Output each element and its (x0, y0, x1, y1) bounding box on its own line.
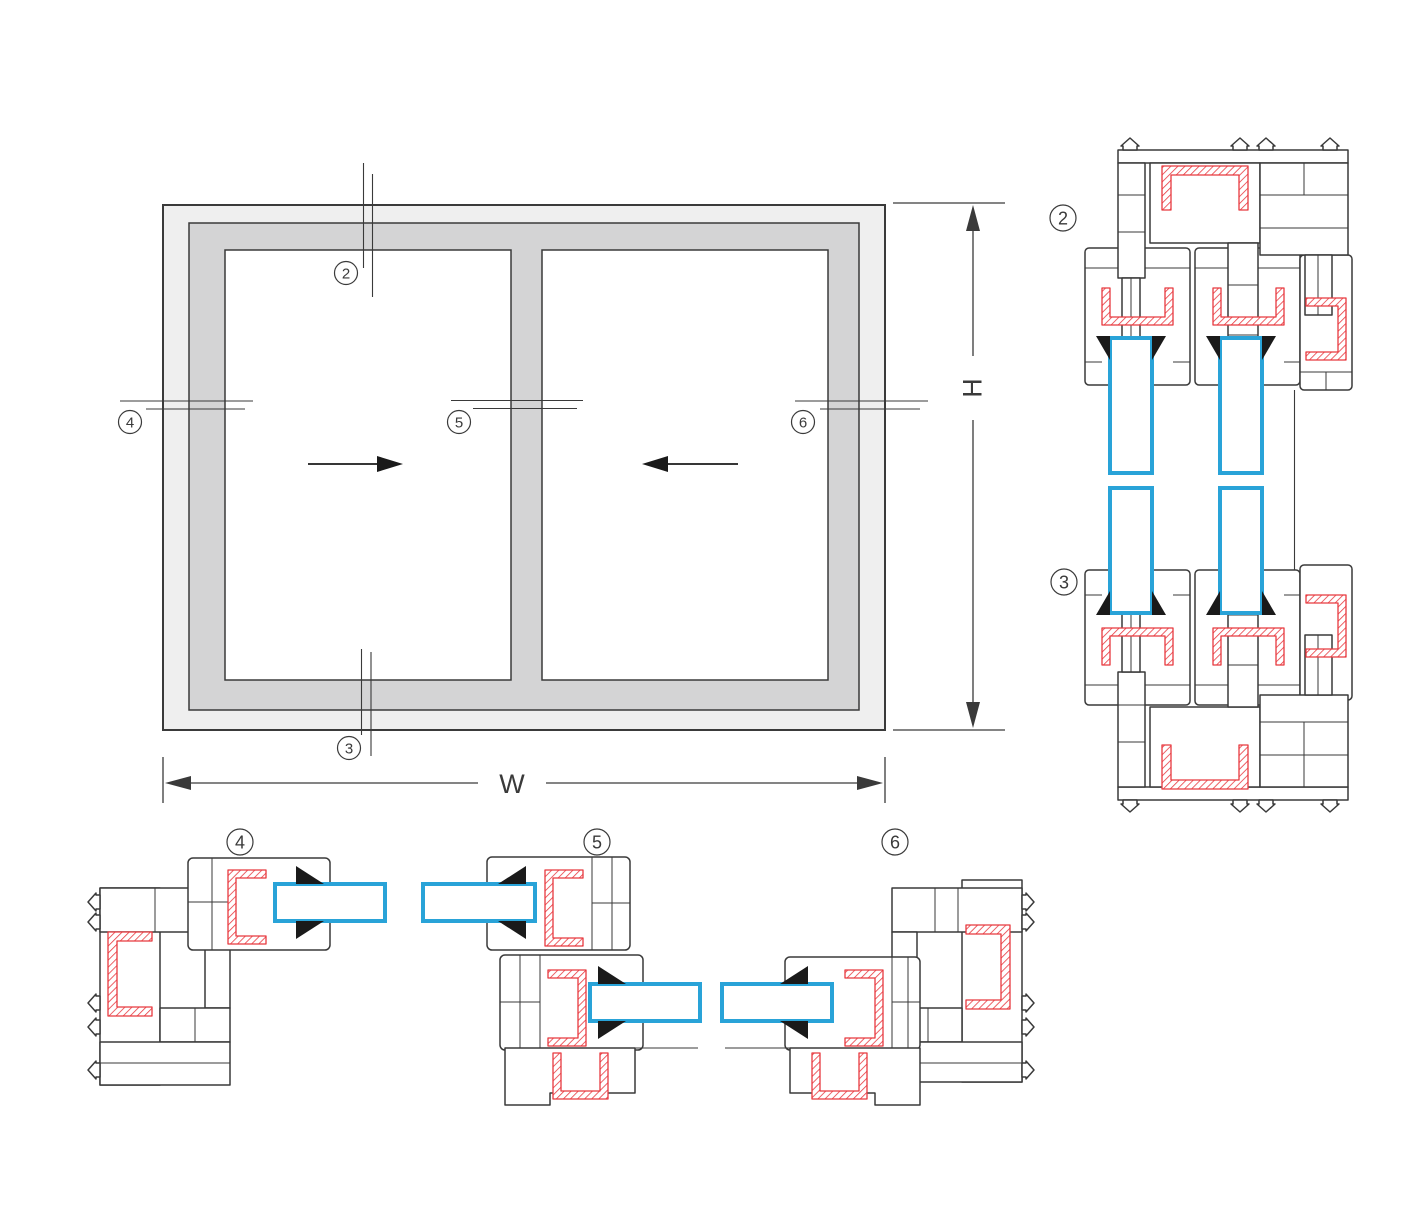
steel-reinforcement-channel (552, 1052, 609, 1100)
mounting-fin (1320, 799, 1340, 813)
glazing-gaskets (1096, 591, 1276, 615)
mounting-fin (87, 892, 101, 912)
glass-pane-section (273, 882, 387, 923)
glazing-gaskets (498, 866, 626, 1039)
steel-reinforcement-channel (1305, 297, 1347, 361)
marker-right-jamb-label: 6 (799, 414, 807, 431)
right-sash-slide-arrow (642, 456, 738, 472)
marker-sill-elevation: 3 (336, 735, 362, 761)
steel-reinforcement-channel (107, 931, 153, 1017)
mounting-fin (1021, 993, 1035, 1013)
mounting-fin (87, 993, 101, 1013)
marker-interlock-label: 5 (455, 414, 463, 431)
width-dimension: W (162, 757, 886, 803)
height-dimension-label: H (958, 378, 988, 398)
glass-pane-section (1218, 486, 1264, 615)
section-cut-lines (120, 163, 928, 756)
steel-reinforcement-channel (544, 869, 584, 947)
steel-reinforcement-channel (1305, 594, 1347, 658)
marker-left-jamb-label: 4 (126, 414, 134, 431)
mounting-fin (1021, 892, 1035, 912)
marker-sill-label: 3 (345, 740, 353, 757)
profile-detail-lines (188, 858, 228, 950)
glass-pane-section (1108, 486, 1154, 615)
steel-reinforcement-channel (1101, 287, 1174, 326)
window-elevation: 2 3 4 5 6 (117, 163, 928, 761)
height-dimension: H (893, 202, 1005, 731)
section-left-jamb-detail: 4 (87, 828, 387, 1086)
profile-detail-lines (1300, 371, 1352, 390)
mounting-fin (87, 1060, 101, 1080)
section-interlock-detail: 5 (421, 828, 702, 1106)
marker-interlock-detail: 5 (583, 828, 611, 856)
left-glass-pane (224, 249, 512, 681)
steel-reinforcement-channel (547, 969, 587, 1047)
glazing-gaskets (296, 866, 324, 939)
steel-reinforcement-channel (811, 1052, 868, 1100)
marker-head-label: 2 (342, 265, 350, 282)
mounting-fin (1021, 1017, 1035, 1037)
glass-pane-section (588, 982, 702, 1023)
marker-head-detail-label: 2 (1058, 208, 1068, 228)
marker-left-jamb-elevation: 4 (117, 409, 143, 435)
mounting-fin (1230, 137, 1250, 151)
glass-pane-section (421, 882, 537, 923)
marker-left-jamb-detail: 4 (226, 828, 254, 856)
profile-detail-lines (500, 955, 541, 1050)
marker-sill-detail-label: 3 (1059, 572, 1069, 592)
mounting-fin (1021, 1060, 1035, 1080)
section-sill-detail: 3 (1050, 486, 1353, 813)
glazing-gaskets (1096, 336, 1276, 360)
mounting-fin (1021, 912, 1035, 932)
mounting-fin (1256, 137, 1276, 151)
marker-left-jamb-detail-label: 4 (235, 832, 245, 852)
mounting-fin (87, 1017, 101, 1037)
width-dimension-label: W (499, 769, 525, 799)
profile-detail-lines (591, 857, 630, 950)
mounting-fin (1320, 137, 1340, 151)
mounting-fin (1120, 799, 1140, 813)
mounting-fin (1120, 137, 1140, 151)
steel-reinforcement-channel (844, 969, 884, 1047)
steel-reinforcement-channel (1161, 165, 1249, 211)
glass-pane-section (720, 982, 834, 1023)
marker-head-elevation: 2 (333, 260, 359, 286)
steel-reinforcement-channel (1212, 287, 1285, 326)
section-right-jamb-detail: 6 (720, 828, 1035, 1106)
right-glass-pane (541, 249, 829, 681)
steel-reinforcement-channel (1161, 744, 1249, 790)
steel-reinforcement-channel (965, 924, 1011, 1010)
marker-right-jamb-elevation: 6 (790, 409, 816, 435)
marker-right-jamb-detail: 6 (881, 828, 909, 856)
mounting-fin (1230, 799, 1250, 813)
left-sash-slide-arrow (308, 456, 403, 472)
steel-reinforcement-channel (1212, 627, 1285, 666)
steel-reinforcement-channel (227, 869, 267, 945)
glass-pane-section (1218, 336, 1264, 475)
profile-detail-lines (891, 957, 920, 1050)
marker-sill-detail: 3 (1050, 568, 1078, 596)
section-head-detail: 2 (1049, 137, 1353, 577)
marker-right-jamb-detail-label: 6 (890, 832, 900, 852)
marker-head-detail: 2 (1049, 204, 1077, 232)
glass-pane-section (1108, 336, 1154, 475)
glazing-gaskets (780, 966, 808, 1039)
marker-interlock-elevation: 5 (446, 409, 472, 435)
steel-reinforcement-channel (1101, 627, 1174, 666)
mounting-fin (1256, 799, 1276, 813)
mounting-fin (87, 912, 101, 932)
marker-interlock-detail-label: 5 (592, 832, 602, 852)
